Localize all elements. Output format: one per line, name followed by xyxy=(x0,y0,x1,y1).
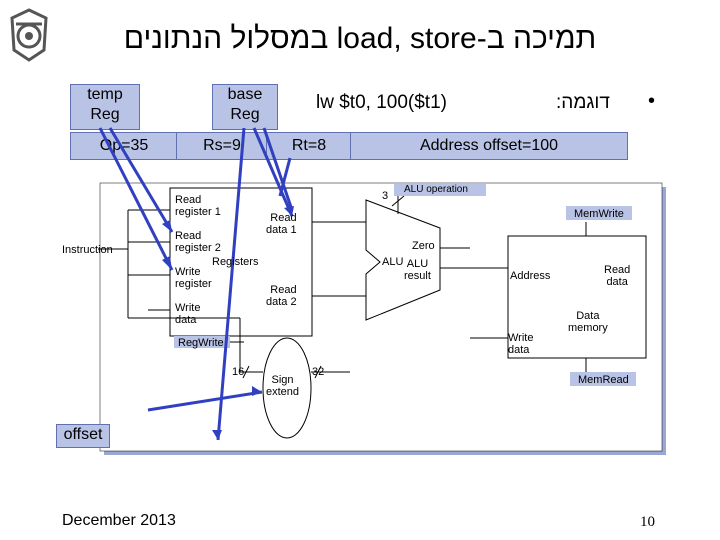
field-offset: Address offset=100 xyxy=(350,132,628,160)
field-rt: Rt=8 xyxy=(266,132,352,160)
read-data-1-label: Read data 1 xyxy=(266,212,297,236)
field-rt-label: Rt=8 xyxy=(291,137,327,154)
alu-label: ALU xyxy=(382,256,404,268)
write-register-label: Write register xyxy=(175,266,212,290)
offset-callout: offset xyxy=(56,424,110,448)
bullet-icon: • xyxy=(648,90,656,112)
sign-extend-label: Sign extend xyxy=(266,374,300,398)
bits-16-label: 16 xyxy=(232,366,245,378)
read-data-label: Read data xyxy=(604,264,631,288)
field-offset-label: Address offset=100 xyxy=(419,137,559,154)
example-instruction: lw $t0, 100($t1) xyxy=(316,92,447,113)
register-file xyxy=(169,187,313,337)
mem-write-data-label: Write data xyxy=(508,332,534,356)
footer-date: December 2013 xyxy=(62,512,176,529)
instruction-label: Instruction xyxy=(62,244,113,256)
field-rs: Rs=9 xyxy=(176,132,268,160)
base-reg-label: base Reg xyxy=(227,86,263,123)
reg-write-label: RegWrite xyxy=(178,337,224,349)
field-rs-label: Rs=9 xyxy=(203,137,241,154)
technion-logo xyxy=(6,6,52,64)
bits-32-label: 32 xyxy=(312,366,325,378)
mem-write-label: MemWrite xyxy=(574,208,624,220)
temp-reg-label: temp Reg xyxy=(87,86,123,123)
base-reg-callout: base Reg xyxy=(212,84,278,130)
offset-label: offset xyxy=(63,426,103,443)
sign-extend-shape xyxy=(262,337,312,439)
read-data-2-label: Read data 2 xyxy=(266,284,297,308)
slide-title: תמיכה ב-load, store במסלול הנתונים xyxy=(123,22,597,55)
read-register-2-label: Read register 2 xyxy=(175,230,221,254)
registers-label: Registers xyxy=(212,256,259,268)
zero-label: Zero xyxy=(412,240,435,252)
alu-operation-label: ALU operation xyxy=(404,184,468,195)
mem-read-label: MemRead xyxy=(578,374,629,386)
read-register-1-label: Read register 1 xyxy=(175,194,221,218)
write-data-label: Write data xyxy=(175,302,201,326)
alu-shape xyxy=(365,199,441,321)
alu-result-label: ALU result xyxy=(404,258,431,282)
data-memory-block xyxy=(507,235,647,359)
address-label: Address xyxy=(510,270,551,282)
temp-reg-callout: temp Reg xyxy=(70,84,140,130)
field-op: Op=35 xyxy=(70,132,178,160)
data-memory-label: Data memory xyxy=(568,310,608,334)
example-label: דוגמה: xyxy=(556,92,610,113)
page-number: 10 xyxy=(640,514,655,530)
alu-op-bits-label: 3 xyxy=(382,190,389,202)
